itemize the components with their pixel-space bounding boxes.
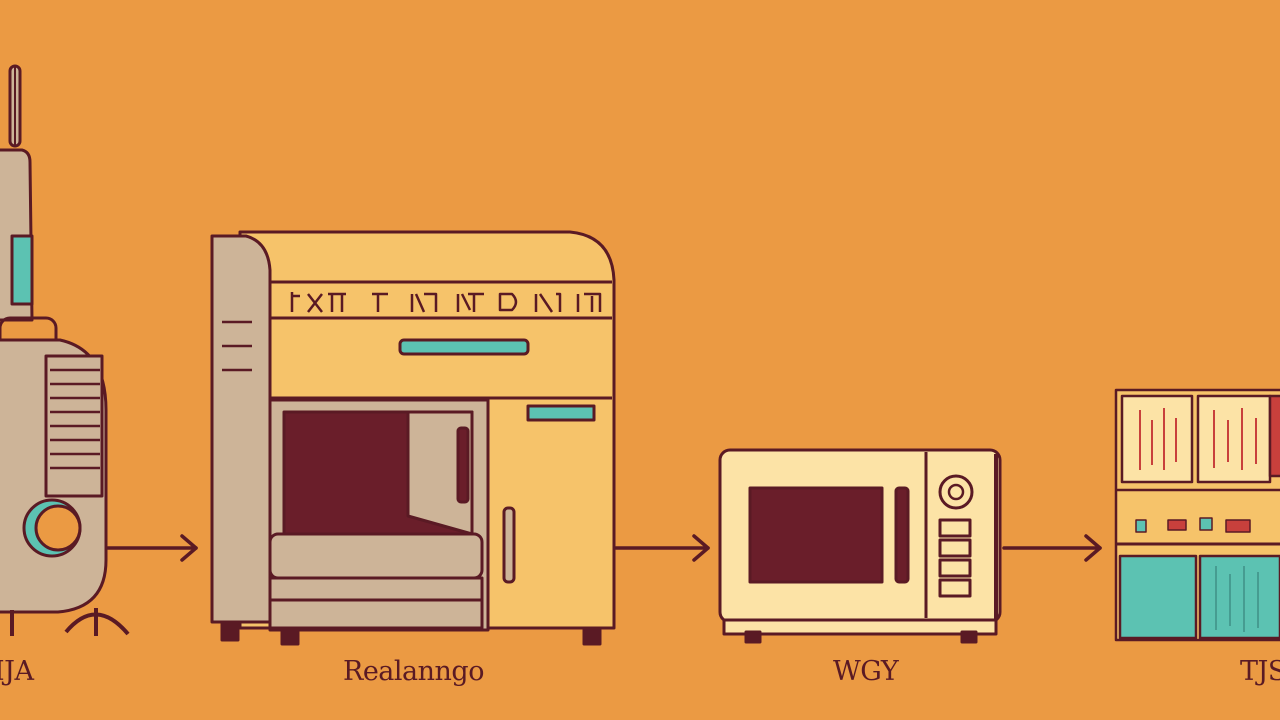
microwave-icon	[718, 448, 1002, 644]
stage-label-2: Realanngo	[343, 656, 484, 687]
arrow-right-icon	[614, 534, 710, 562]
arrow-right-icon	[106, 534, 198, 562]
stage-label-3: WGY	[833, 656, 899, 687]
arrow-right-icon	[1002, 534, 1102, 562]
industrial-oven-icon	[210, 230, 616, 646]
stage-label-1: IJA	[0, 656, 34, 687]
stage-label-4: TJS	[1240, 656, 1280, 687]
machine-tower-icon	[0, 64, 130, 636]
kitchen-shelf-icon	[1114, 388, 1280, 642]
